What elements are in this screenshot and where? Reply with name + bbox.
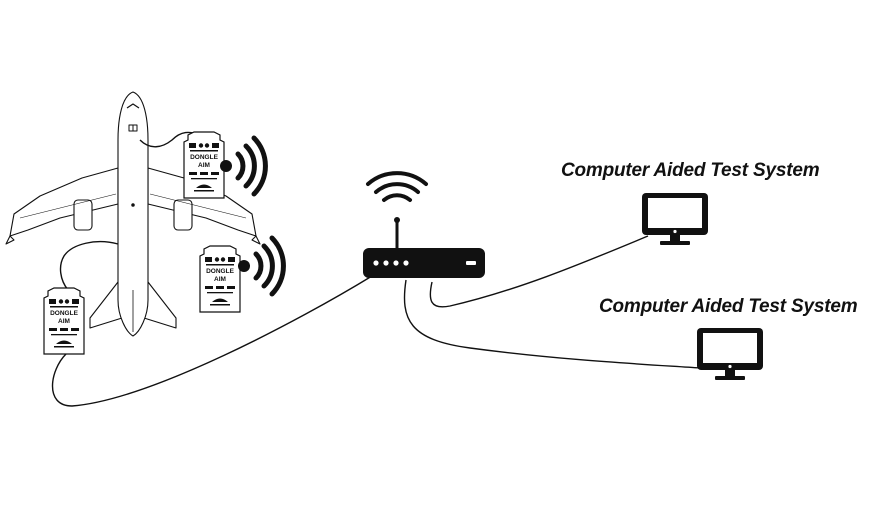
dongle-device-icon: DONGLE AIM: [43, 287, 85, 355]
dongle-2-line2: AIM: [214, 276, 226, 283]
computer-monitor-icon: [697, 328, 763, 380]
aircraft-icon: [5, 91, 261, 337]
computer-monitor-icon: [642, 193, 708, 245]
dongle-1-line1: DONGLE: [190, 154, 218, 161]
computer-2-label: Computer Aided Test System: [599, 296, 858, 317]
wifi-signal-icon: [238, 238, 283, 294]
router-wifi-icon: [366, 171, 428, 202]
cable-dongle-to-router: [51, 275, 373, 407]
dongle-device-icon: DONGLE AIM: [199, 245, 241, 313]
dongle-3-line2: AIM: [58, 318, 70, 325]
cable-router-to-computer-2: [403, 279, 701, 369]
cable-router-to-computer-1: [429, 235, 649, 308]
cable-aircraft-to-dongle-3: [59, 240, 119, 291]
dongle-1-line2: AIM: [198, 162, 210, 169]
computer-1-label: Computer Aided Test System: [561, 160, 820, 181]
dongle-device-icon: DONGLE AIM: [183, 131, 225, 199]
dongle-3-line1: DONGLE: [50, 310, 78, 317]
wifi-signal-icon: [220, 138, 265, 194]
cables: [51, 131, 701, 407]
dongle-2-line1: DONGLE: [206, 268, 234, 275]
wireless-router-icon: [363, 171, 485, 278]
